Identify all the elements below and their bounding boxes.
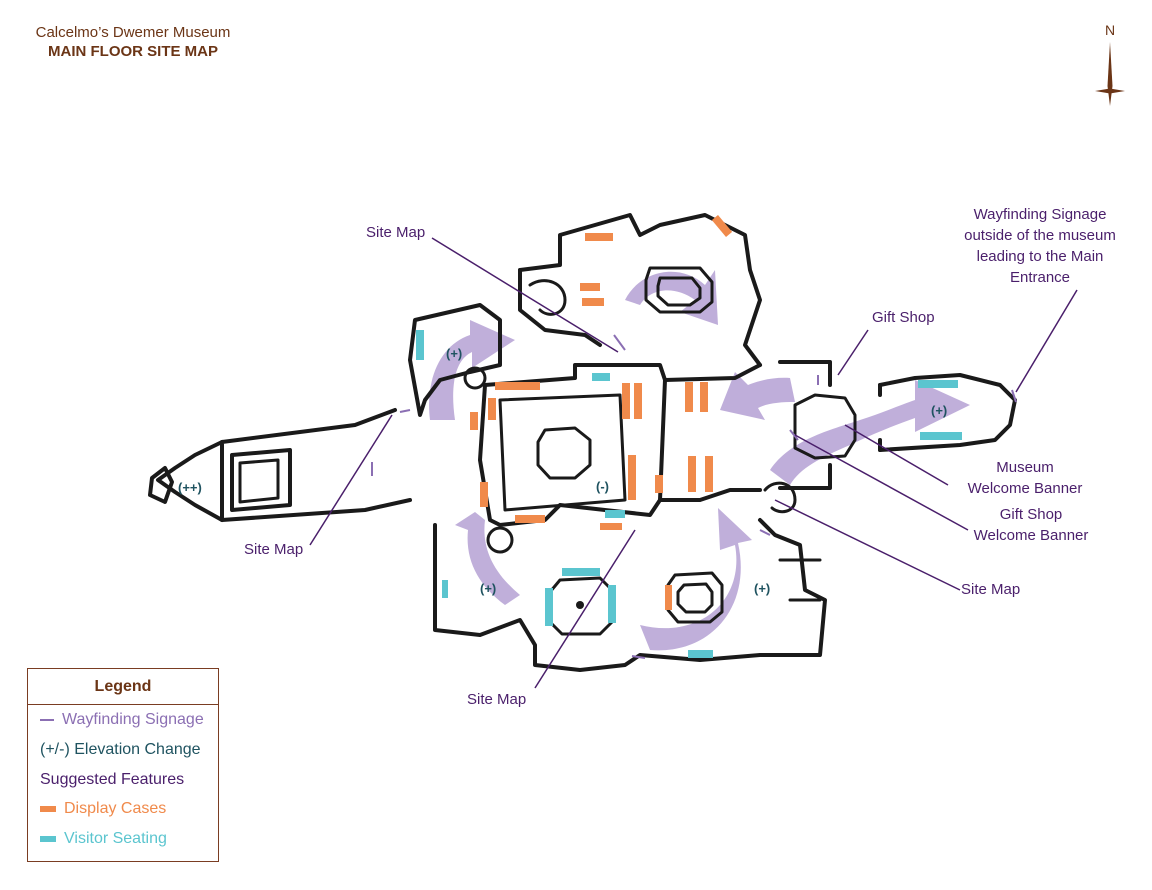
display-cases xyxy=(470,215,733,610)
elevation-west-end: (++) xyxy=(178,480,202,495)
elevation-center: (-) xyxy=(596,479,609,494)
outside-signage-line4: Entrance xyxy=(1009,269,1071,286)
outside-signage-line2: outside of the museum xyxy=(964,227,1116,244)
outside-signage-line1: Wayfinding Signage xyxy=(973,206,1107,223)
gift-shop-banner-line1: Gift Shop xyxy=(999,506,1063,523)
map-legend: Legend Wayfinding Signage (+/-) Elevatio… xyxy=(27,668,219,862)
display-case-swatch-icon xyxy=(40,805,56,812)
compass-rose: N xyxy=(1090,22,1130,112)
legend-wayfinding-label: Wayfinding Signage xyxy=(62,711,204,728)
outside-signage-line3: leading to the Main xyxy=(976,248,1104,265)
north-label: N xyxy=(1104,22,1116,38)
label-gift-shop: Gift Shop xyxy=(872,309,935,326)
legend-display-cases: Display Cases xyxy=(40,800,166,818)
elevation-southwest: (+) xyxy=(480,581,497,596)
museum-name: Calcelmo’s Dwemer Museum xyxy=(35,24,231,41)
legend-wayfinding: Wayfinding Signage xyxy=(40,711,204,729)
legend-visitor-seating-label: Visitor Seating xyxy=(64,830,167,847)
label-outside-signage: Wayfinding Signage outside of the museum… xyxy=(950,204,1130,288)
compass-needle-icon xyxy=(1095,42,1125,106)
label-site-map-bottom: Site Map xyxy=(467,691,527,708)
label-museum-welcome-banner: Museum Welcome Banner xyxy=(956,457,1094,499)
map-title: MAIN FLOOR SITE MAP xyxy=(48,43,218,60)
label-gift-shop-welcome-banner: Gift Shop Welcome Banner xyxy=(962,504,1100,546)
label-site-map-right: Site Map xyxy=(961,581,1021,598)
elevation-southeast: (+) xyxy=(754,581,771,596)
wayfinding-swatch-icon xyxy=(40,718,54,721)
legend-display-cases-label: Display Cases xyxy=(64,800,167,817)
building-walls xyxy=(148,213,1017,672)
map-title-block: Calcelmo’s Dwemer Museum MAIN FLOOR SITE… xyxy=(0,24,266,62)
elevation-east-entrance: (+) xyxy=(931,403,948,418)
annotation-leaders xyxy=(309,237,1078,689)
museum-banner-line2: Welcome Banner xyxy=(967,480,1083,497)
elevation-northwest: (+) xyxy=(446,346,463,361)
legend-elevation: (+/-) Elevation Change xyxy=(40,741,201,758)
label-site-map-left: Site Map xyxy=(244,541,304,558)
legend-title: Legend xyxy=(28,669,218,705)
legend-visitor-seating: Visitor Seating xyxy=(40,830,167,848)
visitor-seating-swatch-icon xyxy=(40,835,56,842)
gift-shop-banner-line2: Welcome Banner xyxy=(973,527,1089,544)
legend-features-heading: Suggested Features xyxy=(40,771,185,788)
visitor-seating xyxy=(416,330,962,658)
museum-banner-line1: Museum xyxy=(996,459,1054,476)
wayfinding-signage xyxy=(371,334,1017,659)
label-site-map-top: Site Map xyxy=(366,224,426,241)
